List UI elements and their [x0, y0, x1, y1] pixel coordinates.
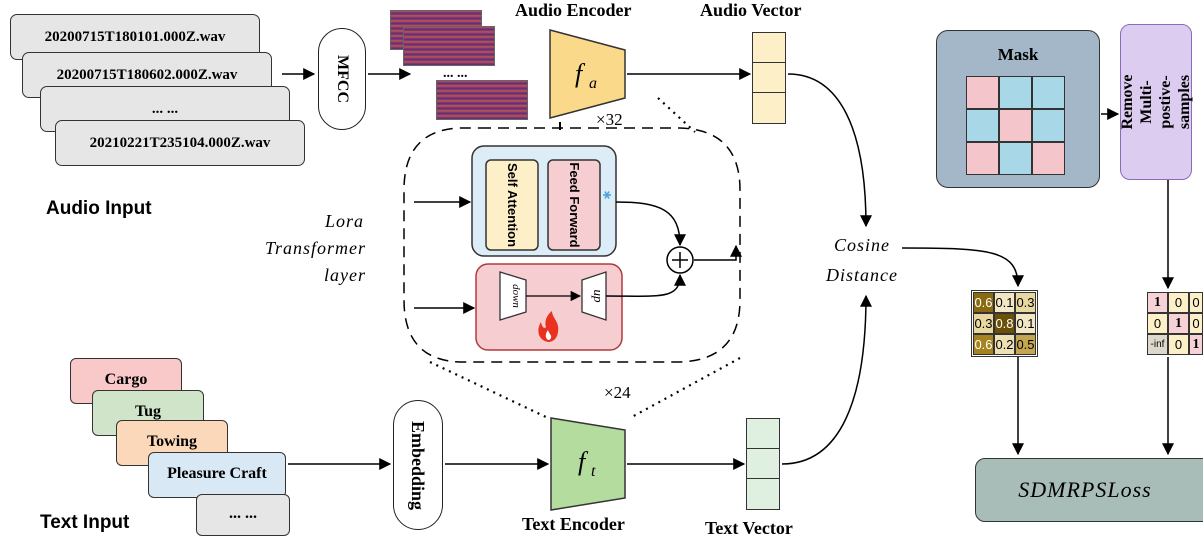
add-node — [666, 246, 694, 274]
arrow-cosine-to-sim — [901, 247, 1024, 288]
audio-encoder-shape — [549, 29, 626, 119]
sim-cell: 0.1 — [1015, 313, 1036, 334]
text-vector-title: Text Vector — [705, 518, 793, 538]
mask-cell — [999, 109, 1032, 142]
audio-vector — [752, 32, 786, 124]
spectrogram-2 — [403, 26, 495, 66]
sim-cell: 0.3 — [1015, 292, 1036, 313]
mask-cell — [966, 142, 999, 175]
mfcc-block: MFCC — [318, 28, 366, 130]
mask-cell — [999, 76, 1032, 109]
sim-cell: 0.1 — [994, 292, 1015, 313]
audio-file-4: 20210221T235104.000Z.wav — [55, 120, 305, 166]
audio-encoder-subscript: a — [589, 75, 597, 92]
sim-cell: 0.2 — [994, 334, 1015, 355]
text-card-ellipsis: ... ... — [196, 494, 290, 536]
text-encoder-shape — [550, 417, 626, 511]
down-label: down — [510, 284, 522, 308]
audio-encoder-symbol: f — [575, 59, 586, 88]
label-cell: 1 — [1189, 334, 1203, 355]
text-encoder-title: Text Encoder — [522, 514, 625, 534]
audio-encoder-title: Audio Encoder — [515, 0, 632, 20]
spectrogram-ellipsis: ... ... — [443, 66, 468, 81]
mask-cell — [1032, 109, 1065, 142]
cosine-distance-label: Cosine Distance — [826, 235, 898, 285]
label-cell: 0 — [1189, 292, 1203, 313]
text-encoder-symbol: f — [578, 447, 589, 476]
trainable-block — [475, 263, 623, 351]
arrow-audio-vector-to-cosine — [787, 73, 872, 228]
self-attention-label: Self Attention — [505, 163, 520, 247]
down-projection — [499, 271, 527, 321]
label-cell: 0 — [1147, 313, 1168, 334]
audio-vector-title: Audio Vector — [700, 0, 802, 20]
fire-icon — [538, 311, 559, 342]
sim-cell: 0.5 — [1015, 334, 1036, 355]
mask-cell — [1032, 76, 1065, 109]
text-vector — [746, 418, 780, 510]
label-cell: 0 — [1189, 313, 1203, 334]
dotted-text-link-right — [629, 357, 741, 419]
up-label: up — [591, 290, 606, 304]
sim-cell: 0.6 — [973, 334, 994, 355]
sim-matrix-border — [971, 290, 1038, 357]
text-repeat-label: ×24 — [604, 383, 631, 402]
loss-box: SDMRPSLoss — [975, 458, 1203, 522]
text-input-label: Text Input — [40, 512, 130, 533]
arrow-frozen-to-add — [615, 201, 686, 247]
audio-input-label: Audio Input — [46, 198, 152, 219]
spectrogram-3 — [436, 80, 528, 120]
mask-cell — [966, 76, 999, 109]
dotted-audio-link — [657, 97, 696, 133]
arrow-text-vector-to-cosine — [781, 294, 872, 465]
feed-forward-box — [547, 159, 601, 251]
embedding-block: Embedding — [393, 400, 443, 530]
feed-forward-label: Feed Forward — [567, 162, 582, 247]
lora-dashed-boundary — [403, 127, 741, 363]
sim-cell: 0.6 — [973, 292, 994, 313]
lora-label: Lora Transformer layer — [264, 211, 366, 285]
label-cell: 1 — [1168, 313, 1189, 334]
mask-cell — [966, 109, 999, 142]
frozen-block — [471, 145, 617, 257]
label-cell: -inf — [1147, 334, 1168, 355]
mask-cell — [999, 142, 1032, 175]
mask-title: Mask — [997, 45, 1039, 64]
remove-multi-positive-box: Remove Multi-postive-samples — [1119, 24, 1193, 180]
sim-cell: 0.3 — [973, 313, 994, 334]
audio-repeat-label: ×32 — [596, 110, 623, 129]
arrow-trainable-to-add — [605, 273, 686, 297]
arrow-add-out — [694, 244, 742, 261]
label-cell: 1 — [1147, 292, 1168, 313]
self-attention-box — [485, 159, 539, 251]
label-cell: 0 — [1168, 292, 1189, 313]
mask-cell — [1032, 142, 1065, 175]
label-cell: 0 — [1168, 334, 1189, 355]
snowflake-icon — [603, 191, 611, 199]
text-encoder-subscript: t — [591, 463, 596, 480]
dotted-text-link-left — [429, 361, 549, 419]
up-projection — [581, 271, 607, 321]
text-card-pleasure-craft: Pleasure Craft — [148, 452, 286, 498]
sim-cell: 0.8 — [994, 313, 1015, 334]
